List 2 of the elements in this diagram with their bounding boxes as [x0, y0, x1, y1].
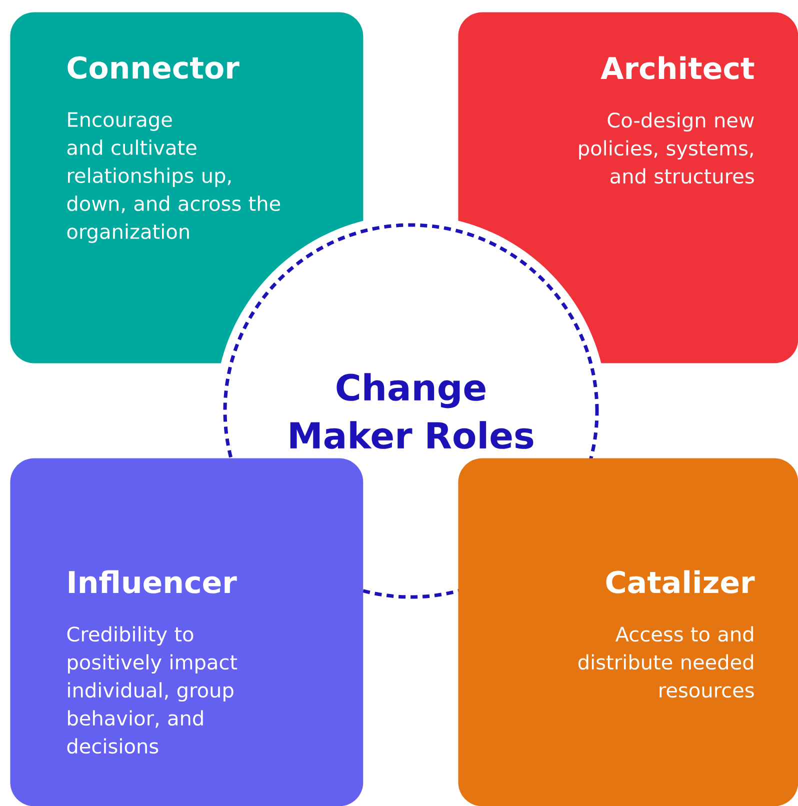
role-card: Catalizer Access to and distribute needed resources — [458, 458, 798, 806]
role-card: Influencer Credibility to positively impact individual, group behavior, and decisions — [10, 458, 364, 806]
